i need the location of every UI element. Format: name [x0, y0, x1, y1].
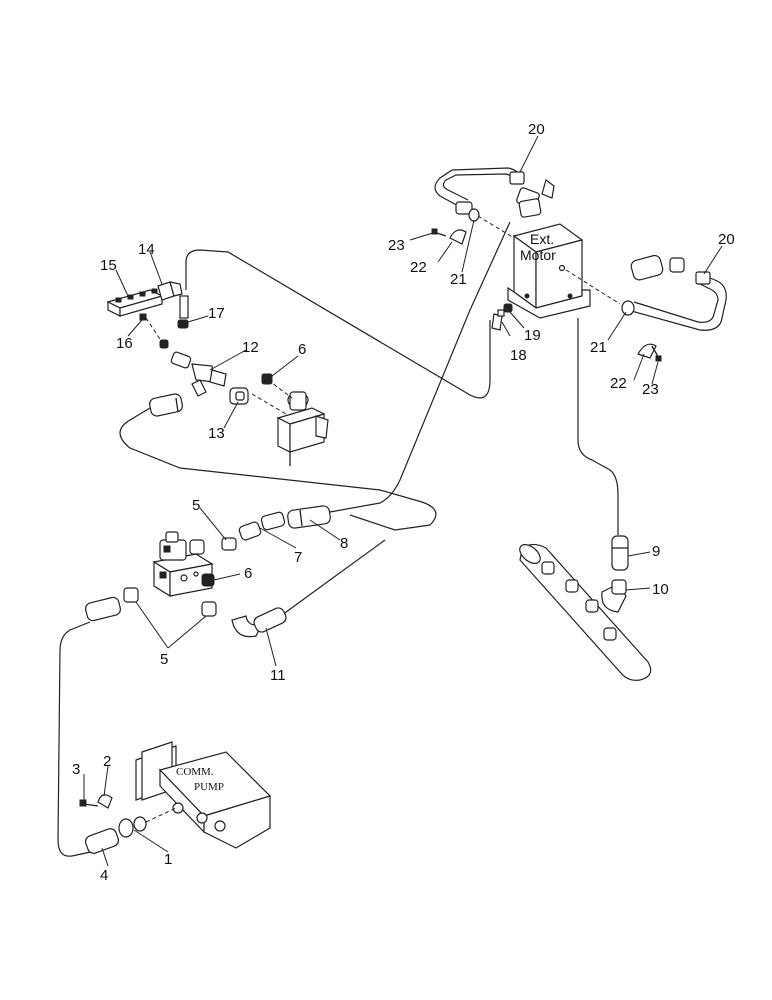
callout-20b: 20: [718, 231, 735, 248]
callout-12: 12: [242, 339, 259, 356]
hose-20b-to-9: [577, 318, 619, 535]
callout-4: 4: [100, 867, 108, 884]
upper-tube-assembly: [434, 167, 555, 239]
callout-6b: 6: [244, 565, 252, 582]
callout-labels: 1 2 3 4 5 5 6 6 7 8 9 10 11 12 13 14 15 …: [72, 121, 735, 884]
hose-12-loop: [119, 401, 437, 531]
hose-5-to-4: [57, 621, 101, 857]
callout-11: 11: [270, 667, 286, 684]
hose-end-8: [287, 505, 331, 529]
callout-13: 13: [208, 425, 225, 442]
ext-motor: Ext. Motor: [507, 223, 591, 319]
fittings-5: [123, 537, 237, 617]
hose-14-to-18: [185, 249, 491, 399]
clamp-22-lower: [637, 343, 662, 362]
callout-1: 1: [164, 851, 172, 868]
right-tube-assembly: [565, 254, 727, 331]
callout-5b: 5: [160, 651, 168, 668]
pump-fittings: [79, 794, 177, 854]
callout-14: 14: [138, 241, 155, 258]
pipe-9-10: [519, 535, 652, 681]
hose-end-left-5: [85, 596, 121, 622]
plug-6-upper: [261, 373, 273, 385]
fitting-16: [139, 313, 169, 349]
callout-8: 8: [340, 535, 348, 552]
solenoid-valve: [251, 379, 329, 466]
callout-19: 19: [524, 327, 541, 344]
hose-11: [281, 539, 386, 616]
motor-label-line-2: Motor: [520, 247, 556, 263]
callout-16: 16: [116, 335, 133, 352]
hose-end-12: [148, 393, 184, 417]
callout-23a: 23: [388, 237, 405, 254]
valve-block: [152, 531, 214, 598]
callout-5a: 5: [192, 497, 200, 514]
callout-18: 18: [510, 347, 527, 364]
fitting-17: [177, 295, 189, 329]
callout-7: 7: [294, 549, 302, 566]
clamp-22-upper: [431, 228, 467, 245]
fitting-13: [229, 387, 249, 405]
callout-23b: 23: [642, 381, 659, 398]
comm-pump: COMM. PUMP: [135, 741, 272, 849]
fittings-18-19: [491, 303, 513, 331]
elbow-11: [231, 607, 287, 638]
hose-20-to-8: [329, 221, 511, 513]
hose-lines: [57, 221, 619, 857]
callout-17: 17: [208, 305, 225, 322]
fitting-20-upper: [509, 171, 525, 185]
callout-15: 15: [100, 257, 117, 274]
callout-22b: 22: [610, 375, 627, 392]
callout-10: 10: [652, 581, 669, 598]
callout-2: 2: [103, 753, 111, 770]
callout-20a: 20: [528, 121, 545, 138]
plug-6-lower: [201, 573, 215, 587]
pump-label-line-2: PUMP: [194, 781, 224, 793]
callout-21a: 21: [450, 271, 467, 288]
callout-9: 9: [652, 543, 660, 560]
callout-22a: 22: [410, 259, 427, 276]
tee-12: [170, 351, 227, 397]
manifold-15: [106, 288, 164, 317]
callout-3: 3: [72, 761, 80, 778]
leader-lines: [83, 135, 723, 867]
pump-label-line-1: COMM.: [176, 766, 214, 778]
hose-end-7: [238, 511, 286, 541]
fitting-14: [157, 281, 183, 301]
motor-label-line-1: Ext.: [530, 231, 554, 247]
callout-21b: 21: [590, 339, 607, 356]
callout-6a: 6: [298, 341, 306, 358]
